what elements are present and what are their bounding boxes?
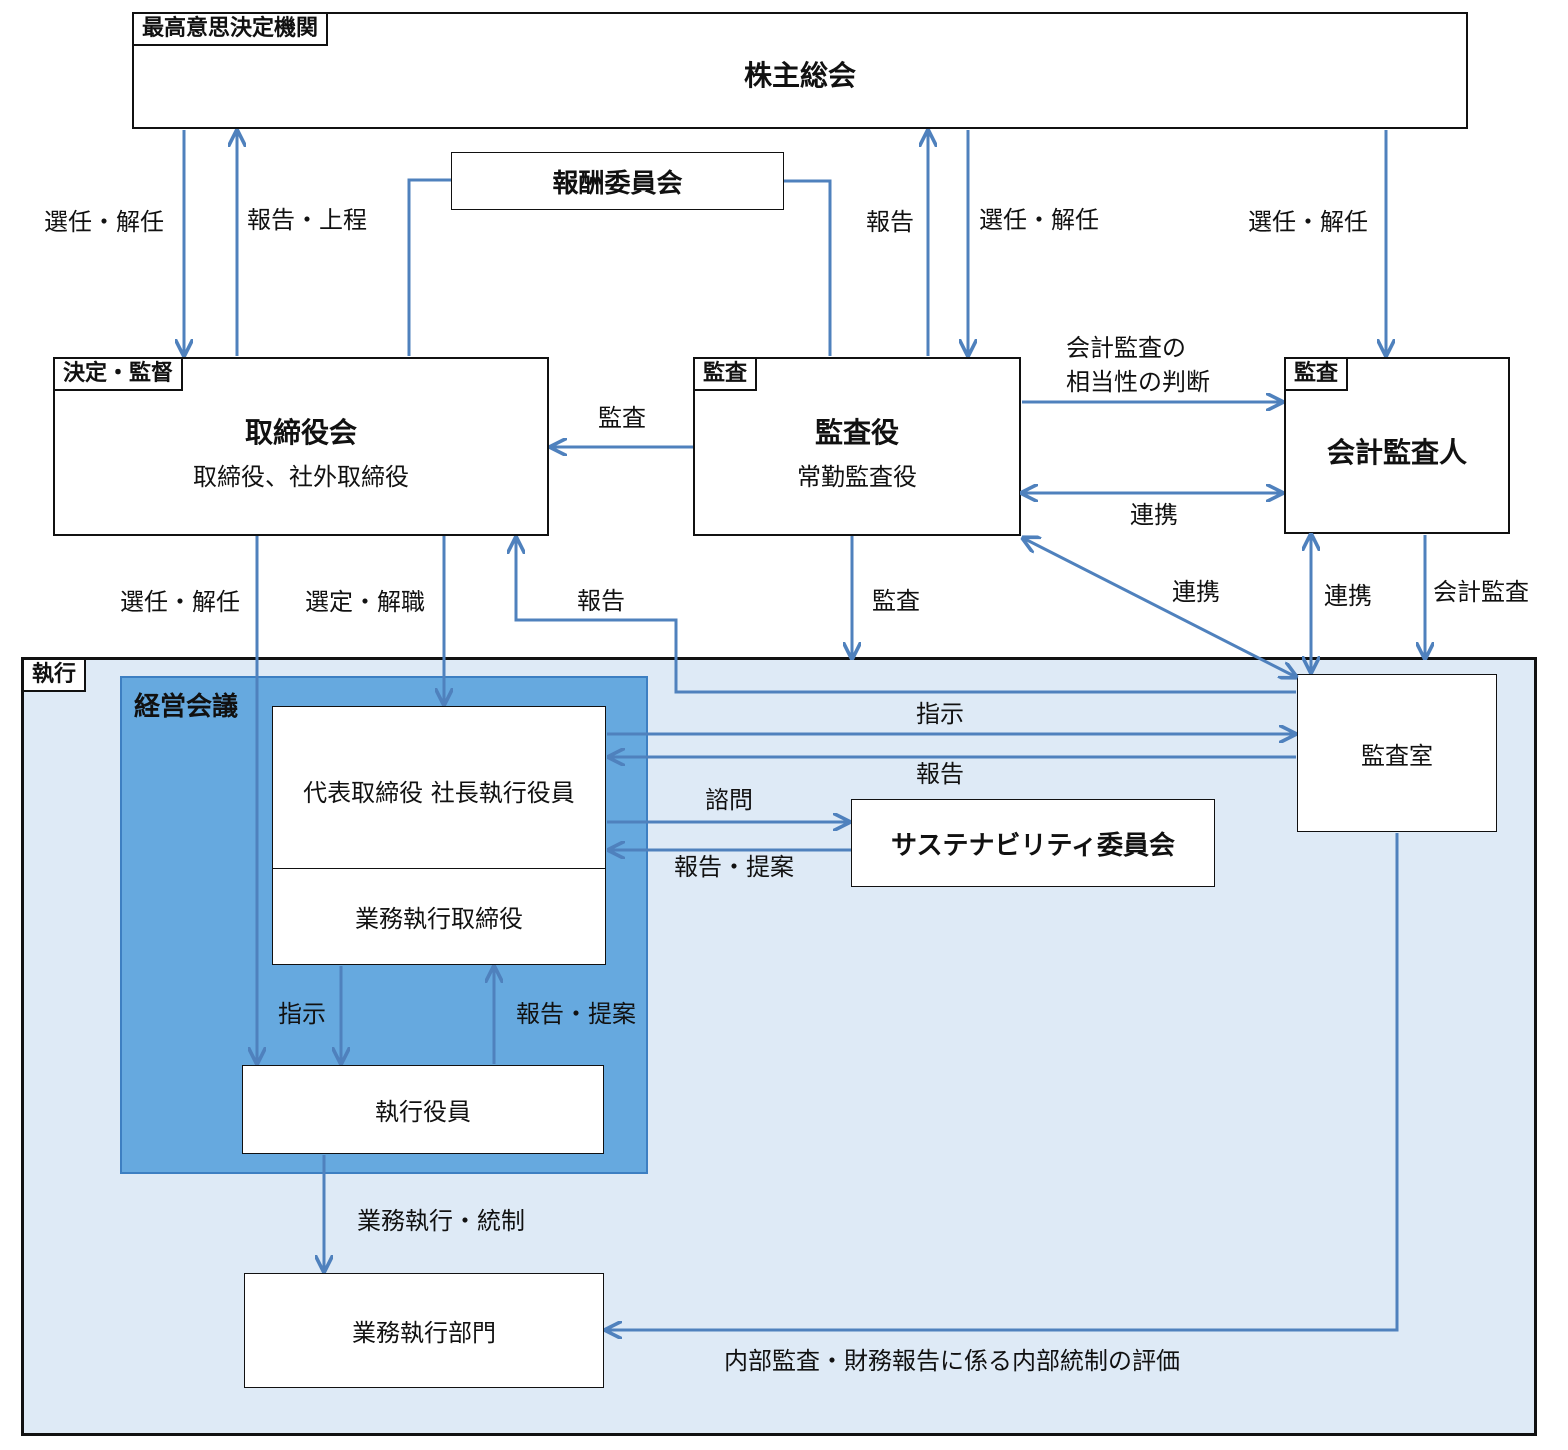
board-title: 取締役会 — [244, 416, 357, 449]
business-departments-box: 業務執行部門 — [244, 1273, 604, 1388]
management-meeting-title: 経営会議 — [134, 692, 239, 722]
label-board-to-gm: 報告・上程 — [247, 206, 367, 234]
label-auditors-to-execution: 監査 — [872, 587, 920, 615]
accounting-auditor-tag: 監査 — [1284, 357, 1349, 391]
board-tag: 決定・監督 — [53, 357, 184, 391]
auditors-subtitle: 常勤監査役 — [797, 463, 917, 491]
president-title: 代表取締役 社長執行役員 — [303, 779, 575, 807]
line-board-to-compensation — [407, 178, 451, 356]
label-internal-audit: 内部監査・財務報告に係る内部統制の評価 — [724, 1347, 1180, 1375]
label-board-to-officers: 選任・解任 — [120, 588, 240, 616]
executive-directors-box: 業務執行取締役 — [272, 868, 606, 965]
label-gm-to-auditors: 選任・解任 — [979, 206, 1099, 234]
arrow-internal-audit — [606, 833, 1399, 1330]
label-officers-to-departments: 業務執行・統制 — [357, 1207, 525, 1235]
audit-office-title: 監査室 — [1361, 741, 1433, 770]
executive-officers-title: 執行役員 — [375, 1098, 471, 1126]
label-accounting-office-coop: 連携 — [1324, 582, 1372, 610]
board-subtitle: 取締役、社外取締役 — [193, 463, 409, 491]
label-officers-to-directors: 報告・提案 — [516, 1000, 636, 1028]
accounting-auditor-title: 会計監査人 — [1326, 436, 1467, 469]
label-accounting-to-execution: 会計監査 — [1433, 578, 1529, 606]
arrow-auditors-office-coop — [1023, 538, 1296, 677]
label-auditors-office-coop: 連携 — [1172, 578, 1220, 606]
accounting-auditor-box: 監査 会計監査人 — [1284, 357, 1510, 534]
execution-tag: 執行 — [22, 658, 87, 692]
label-gm-to-board: 選任・解任 — [44, 208, 164, 236]
label-auditors-to-board: 監査 — [598, 404, 646, 432]
label-auditors-accounting-coop: 連携 — [1130, 501, 1178, 529]
compensation-committee-title: 報酬委員会 — [552, 168, 683, 199]
auditors-title: 監査役 — [814, 416, 899, 449]
shareholders-tag: 最高意思決定機関 — [132, 12, 329, 46]
label-gm-to-accounting: 選任・解任 — [1248, 208, 1368, 236]
board-box: 決定・監督 取締役会 取締役、社外取締役 — [53, 357, 549, 536]
shareholders-title: 株主総会 — [743, 59, 856, 92]
line-compensation-to-auditors — [784, 179, 832, 356]
label-directors-to-officers: 指示 — [278, 1000, 326, 1028]
label-board-to-president: 選定・解職 — [305, 588, 425, 616]
label-consult: 諮問 — [705, 786, 753, 814]
auditors-box: 監査 監査役 常勤監査役 — [693, 357, 1021, 536]
executive-directors-title: 業務執行取締役 — [355, 905, 523, 933]
compensation-committee-box: 報酬委員会 — [451, 152, 784, 210]
business-departments-title: 業務執行部門 — [352, 1319, 496, 1347]
label-president-to-office: 指示 — [916, 700, 964, 728]
label-adequacy-line1: 会計監査の — [1066, 334, 1186, 362]
shareholders-meeting-box: 最高意思決定機関 株主総会 — [132, 12, 1468, 129]
label-auditors-to-gm: 報告 — [866, 208, 914, 236]
sustainability-committee-title: サステナビリティ委員会 — [891, 830, 1175, 861]
label-report-proposal: 報告・提案 — [674, 853, 794, 881]
label-office-to-board: 報告 — [577, 587, 625, 615]
executive-officers-box: 執行役員 — [242, 1065, 604, 1154]
audit-office-box: 監査室 — [1297, 674, 1497, 832]
sustainability-committee-box: サステナビリティ委員会 — [851, 799, 1215, 887]
label-adequacy-line2: 相当性の判断 — [1066, 368, 1210, 396]
auditors-tag: 監査 — [693, 357, 758, 391]
label-office-to-president: 報告 — [916, 760, 964, 788]
arrow-office-to-board — [516, 538, 1296, 694]
